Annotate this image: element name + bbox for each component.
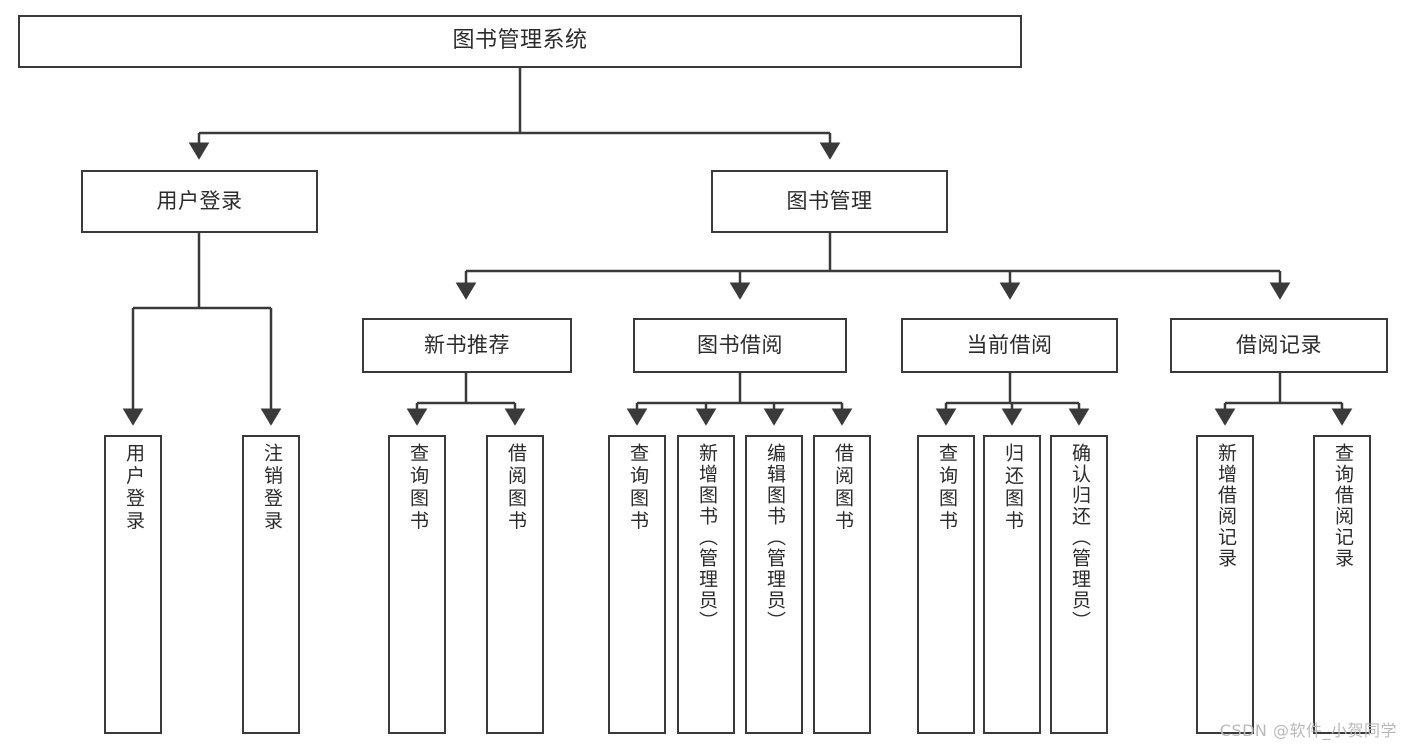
node-borrow-record[interactable]: 借阅记录: [1170, 318, 1388, 373]
leaf-new-book-query[interactable]: 查询图书: [388, 435, 446, 734]
leaf-current-borrow-return[interactable]: 归还图书: [983, 435, 1041, 734]
leaf-borrow-record-add[interactable]: 新增借阅记录: [1196, 435, 1254, 734]
node-label: 借阅图书: [504, 443, 527, 533]
leaf-book-borrow-add[interactable]: 新增图书（管理员）: [677, 435, 735, 734]
watermark: CSDN @软件_小贺同学: [1219, 721, 1397, 740]
node-label: 确认归还（管理员）: [1068, 443, 1091, 632]
node-root-system[interactable]: 图书管理系统: [18, 15, 1022, 68]
node-label: 查询图书: [626, 443, 649, 533]
node-label: 借阅图书: [831, 443, 854, 533]
leaf-user-login-signin[interactable]: 用户登录: [104, 435, 162, 734]
leaf-current-borrow-confirm[interactable]: 确认归还（管理员）: [1050, 435, 1108, 734]
node-book-management[interactable]: 图书管理: [711, 170, 948, 233]
node-label: 编辑图书（管理员）: [763, 443, 786, 632]
leaf-new-book-borrow[interactable]: 借阅图书: [486, 435, 544, 734]
node-label: 图书管理系统: [452, 28, 588, 54]
node-label: 图书借阅: [697, 332, 783, 357]
node-new-book-recommend[interactable]: 新书推荐: [362, 318, 572, 373]
leaf-book-borrow-edit[interactable]: 编辑图书（管理员）: [745, 435, 803, 734]
node-current-borrow[interactable]: 当前借阅: [901, 318, 1118, 373]
node-label: 新书推荐: [424, 332, 510, 357]
node-label: 借阅记录: [1236, 332, 1322, 357]
node-label: 查询图书: [935, 443, 958, 533]
node-label: 用户登录: [122, 443, 145, 533]
node-label: 新增图书（管理员）: [695, 443, 718, 632]
leaf-user-login-signout[interactable]: 注销登录: [242, 435, 300, 734]
node-user-login[interactable]: 用户登录: [81, 170, 318, 233]
node-label: 用户登录: [156, 188, 243, 213]
leaf-current-borrow-query[interactable]: 查询图书: [917, 435, 975, 734]
leaf-borrow-record-query[interactable]: 查询借阅记录: [1313, 435, 1371, 734]
node-label: 注销登录: [260, 443, 283, 533]
node-book-borrow[interactable]: 图书借阅: [633, 318, 847, 373]
leaf-book-borrow-borrow[interactable]: 借阅图书: [813, 435, 871, 734]
node-label: 当前借阅: [966, 332, 1053, 357]
node-label: 归还图书: [1001, 443, 1024, 533]
leaf-book-borrow-query[interactable]: 查询图书: [608, 435, 666, 734]
node-label: 图书管理: [786, 188, 873, 213]
node-label: 查询借阅记录: [1331, 443, 1354, 569]
node-label: 查询图书: [406, 443, 429, 533]
node-label: 新增借阅记录: [1214, 443, 1237, 569]
